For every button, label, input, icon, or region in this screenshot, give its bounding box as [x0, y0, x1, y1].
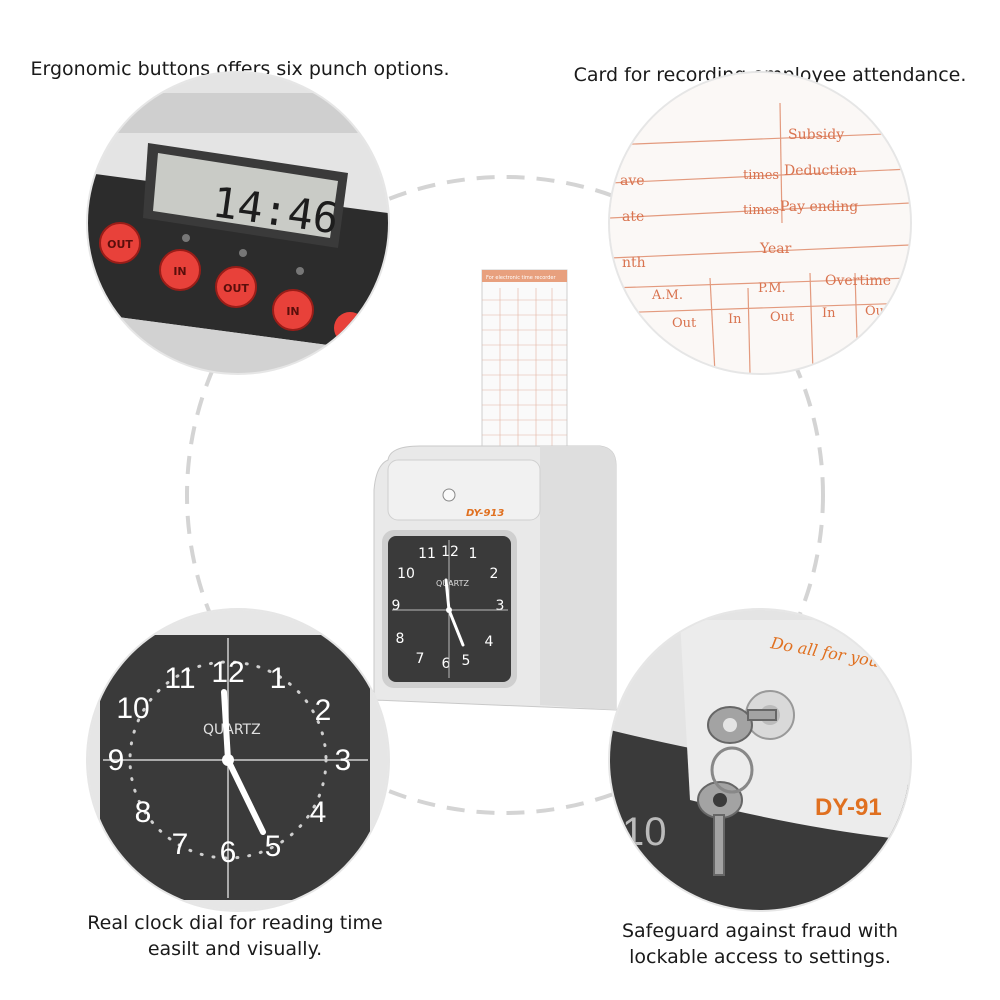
caption-buttons: Ergonomic buttons offers six punch optio… [30, 58, 450, 80]
card-deduction: Deduction [784, 163, 857, 179]
mini-dial-9: 9 [392, 598, 401, 614]
mini-dial-7: 7 [416, 651, 425, 667]
dial-numeral-6: 6 [220, 836, 237, 869]
card-out-1: Out [672, 316, 697, 331]
card-month-partial: nth [622, 255, 646, 271]
card-am: A.M. [651, 288, 683, 303]
minute-hand [221, 689, 231, 763]
dial-numeral-1: 1 [270, 662, 287, 695]
indicator-led [296, 267, 304, 275]
card-leave-partial: ave [620, 173, 645, 189]
hour-hand [225, 757, 266, 835]
card-year: Year [759, 241, 792, 257]
punch-button-1[interactable]: OUT [99, 222, 141, 264]
detail-buttons-circle: 14:46 OUT IN OUT IN [88, 73, 388, 373]
dial-numeral-11: 11 [164, 662, 195, 695]
clock-face [100, 635, 370, 900]
dial-numeral-12: 12 [211, 656, 244, 689]
card-in-2: In [728, 312, 742, 327]
punch-button-4[interactable]: IN [272, 289, 314, 331]
detail-card-circle: Subsidy ave times Deduction ate times Pa… [610, 73, 910, 373]
card-out-3: Out [865, 304, 890, 319]
punch-button-3-label: OUT [223, 282, 249, 295]
punch-card-header: For electronic time recorder [486, 275, 556, 281]
dial-numeral-4: 4 [310, 796, 327, 829]
caption-lock: Safeguard against fraud with lockable ac… [621, 920, 899, 968]
punch-button-4-label: IN [286, 305, 299, 318]
card-pm: P.M. [758, 281, 786, 296]
lock-keyhole-icon[interactable] [442, 488, 456, 502]
dial-numeral-8: 8 [135, 796, 152, 829]
mini-dial-6: 6 [442, 656, 451, 672]
mini-dial-5: 5 [462, 653, 471, 669]
dial-numeral-3: 3 [335, 744, 352, 777]
detail-lock-circle: Do all for you DY-91 10 [610, 610, 910, 910]
punch-button-3[interactable]: OUT [215, 266, 257, 308]
dial-numeral-7: 7 [172, 828, 189, 861]
card-out-2: Out [770, 310, 795, 325]
mini-dial-3: 3 [496, 598, 505, 614]
dial-numeral-10: 10 [116, 692, 149, 725]
indicator-led [239, 249, 247, 257]
lock-dial-numeral: 10 [622, 810, 667, 854]
caption-clock: Real clock dial for reading time easilt … [87, 912, 383, 960]
mini-dial-2: 2 [490, 566, 499, 582]
card-overtime: Overtime [825, 273, 891, 289]
mini-dial-4: 4 [485, 634, 494, 650]
time-clock-device: For electronic time recorder DY-913 12 1… [373, 269, 617, 711]
mini-dial-12: 12 [441, 544, 459, 560]
punch-button-2[interactable]: IN [159, 249, 201, 291]
mini-dial-1: 1 [469, 546, 478, 562]
card-in-3: In [822, 306, 836, 321]
card-subsidy: Subsidy [788, 127, 844, 143]
lcd-screen [153, 153, 338, 238]
card-times-a: times [743, 168, 779, 183]
dial-brand: QUARTZ [203, 722, 261, 738]
mini-dial-8: 8 [396, 631, 405, 647]
dashed-connector-ring [185, 175, 825, 815]
card-pay-ending: Pay ending [780, 199, 858, 215]
card-late-partial: ate [622, 209, 644, 225]
mini-dial-brand: QUARTZ [436, 579, 469, 588]
card-times-b: times [743, 203, 779, 218]
dial-numeral-2: 2 [315, 694, 332, 727]
punch-button-1-label: OUT [107, 238, 133, 251]
lock-model-label: DY-91 [815, 794, 882, 821]
dial-numeral-5: 5 [265, 830, 282, 863]
mini-dial-11: 11 [418, 546, 436, 562]
punch-card: For electronic time recorder [481, 269, 568, 456]
dial-numeral-9: 9 [108, 744, 125, 777]
mini-dial-10: 10 [397, 566, 415, 582]
punch-button-2-label: IN [173, 265, 186, 278]
device-model-label: DY-913 [466, 508, 504, 519]
indicator-led [182, 234, 190, 242]
detail-clock-circle: 12 1 2 3 4 5 6 7 8 9 10 11 QUARTZ [88, 610, 388, 910]
